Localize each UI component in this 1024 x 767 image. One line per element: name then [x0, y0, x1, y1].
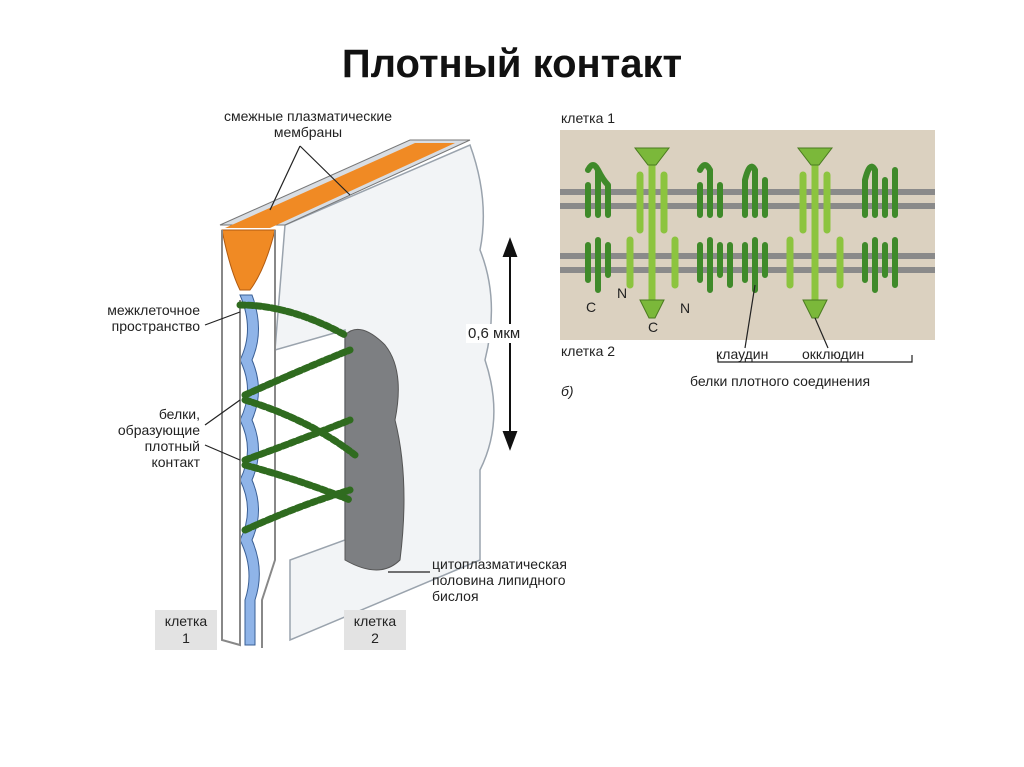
label-n-terminus-1: N [617, 285, 628, 301]
label-junction-proteins: белки, образующие плотный контакт [117, 406, 200, 471]
claudin-loop [585, 237, 611, 293]
label-scale: 0,6 мкм [466, 324, 523, 344]
label-occludin: окклюдин [802, 346, 865, 362]
left-illustration [204, 139, 518, 648]
leader-lines [204, 145, 430, 573]
label-left-cell-2: клетка 2 [344, 610, 406, 650]
label-n-terminus-2: N [680, 300, 691, 316]
panel-background [560, 130, 935, 340]
protein-strand-4 [241, 416, 354, 464]
label-junction-proteins-group: белки плотного соединения [690, 373, 871, 389]
claudin-loop [585, 162, 611, 218]
label-cytoplasmic-half: цитоплазматическая половина липидного би… [432, 556, 567, 605]
label-left-cell-1: клетка 1 [155, 610, 217, 650]
claudin-loop [862, 237, 898, 293]
label-adjacent-membranes: смежные плазматические мембраны [223, 108, 393, 141]
occludin-head [633, 147, 671, 166]
claudin-lower [585, 237, 898, 293]
occludin-1 [626, 156, 679, 304]
protein-strand-6 [241, 486, 354, 534]
protein-strand-3 [241, 396, 359, 459]
occludin-proteins [626, 156, 844, 304]
protein-strand-1 [236, 301, 349, 339]
right-leader-lines [717, 284, 913, 363]
scale-arrow [502, 237, 518, 451]
occludin-head [802, 299, 828, 319]
claudin-loop [742, 237, 768, 293]
claudin-loop [697, 237, 733, 293]
label-intercellular-space: межклеточное пространство [107, 302, 200, 335]
cytoplasmic-bilayer [344, 328, 405, 571]
occludin-2 [786, 156, 844, 304]
page-title: Плотный контакт [341, 42, 683, 86]
occludin-head [796, 147, 834, 166]
orange-membrane-block [221, 229, 276, 291]
label-panel-b: б) [561, 383, 574, 399]
right-panel [560, 130, 935, 363]
protein-strand-2 [241, 346, 354, 399]
label-c-terminus-1: C [586, 299, 597, 315]
label-right-cell-1: клетка 1 [561, 110, 616, 126]
claudin-loop [697, 162, 723, 218]
occludin-heads [633, 147, 834, 319]
claudin-upper [585, 162, 898, 218]
protein-strands [236, 301, 359, 534]
label-c-terminus-2: C [648, 319, 659, 335]
membrane-wall-left [221, 230, 241, 647]
claudin-loop [742, 163, 768, 218]
claudin-loop [862, 163, 898, 218]
membrane-wall-right [261, 230, 276, 648]
label-claudin: клаудин [716, 346, 769, 362]
label-right-cell-2: клетка 2 [561, 343, 616, 359]
occludin-head [639, 299, 665, 319]
